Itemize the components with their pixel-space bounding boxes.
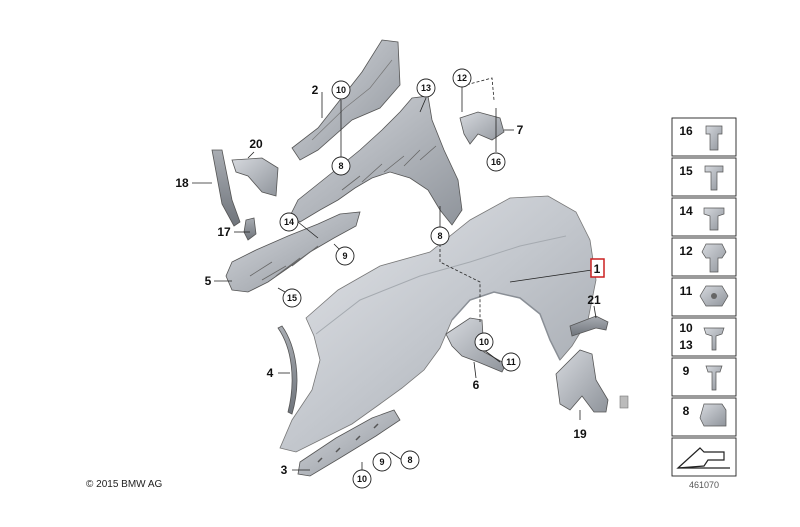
callout-1-box: [590, 258, 605, 278]
callout-9-circle-b: [372, 452, 392, 472]
part-19-rear-bracket: [555, 349, 609, 413]
legend-label-16: 16: [679, 124, 693, 138]
callout-14-circle: [279, 212, 299, 232]
callout-8b: 8: [437, 231, 442, 241]
part-3-sill-holes: [317, 423, 379, 463]
legend-label-8: 8: [683, 404, 690, 418]
callout-19: 19: [573, 427, 587, 441]
part-4-arch-trim: [277, 325, 298, 415]
callout-10a: 10: [336, 85, 346, 95]
callout-3: 3: [281, 463, 288, 477]
callout-13-circle: [416, 78, 436, 98]
callout-10-circle-c: [352, 469, 372, 489]
callout-1: 1: [594, 262, 601, 276]
callout-9-circle-a: [335, 246, 355, 266]
part-13-inner-bracket: [289, 95, 463, 226]
callout-15-circle: [282, 288, 302, 308]
legend-icon-9-screw: [705, 365, 723, 391]
callout-14: 14: [284, 217, 294, 227]
legend-icon-11-hole: [711, 293, 717, 299]
legend-label-9: 9: [683, 364, 690, 378]
part-2-pillar-trim-edge: [311, 59, 393, 141]
legend-box-arrow: [671, 437, 737, 477]
callout-18: 18: [175, 176, 189, 190]
part-5-inner-sill-ribs: [249, 245, 319, 281]
legend-box-10-13: [671, 317, 737, 357]
legend-icon-8-clip-nut: [699, 403, 727, 427]
callout-8c: 8: [407, 455, 412, 465]
legend-icon-12-hex-nut: [701, 243, 727, 273]
callout-11: 11: [506, 357, 516, 367]
legend-icon-15-bolt: [704, 165, 724, 191]
callout-11-circle: [501, 352, 521, 372]
part-17-clip: [243, 217, 257, 241]
callout-6: 6: [473, 378, 480, 392]
callout-20: 20: [249, 137, 263, 151]
legend-label-11: 11: [680, 284, 693, 298]
legend-box-14: [671, 197, 737, 237]
legend-box-16: [671, 117, 737, 157]
legend-box-12: [671, 237, 737, 277]
callout-10b: 10: [479, 337, 489, 347]
fastener-legend: 16 15 14 12 11 10 13 9 8: [671, 117, 737, 477]
callout-8a: 8: [338, 161, 343, 171]
callout-10-circle-a: [331, 80, 351, 100]
legend-box-9: [671, 357, 737, 397]
direction-arrow-icon: [676, 447, 725, 469]
callout-8-circle-b: [430, 226, 450, 246]
part-1-wheel-arch-lip: [451, 291, 561, 361]
document-id: 461070: [689, 480, 719, 490]
legend-icon-16-grommet: [705, 125, 723, 151]
part-5-inner-sill: [225, 211, 361, 293]
part-7-hinge-bracket: [459, 111, 505, 145]
part-20-bracket-plate: [231, 157, 279, 197]
leader-lines: [192, 77, 597, 471]
callout-2: 2: [312, 83, 319, 97]
legend-label-12: 12: [679, 244, 693, 258]
legend-label-10: 10: [679, 321, 693, 335]
callout-21: 21: [587, 293, 601, 307]
legend-icon-10-screw: [703, 327, 725, 351]
legend-box-15: [671, 157, 737, 197]
callout-16: 16: [491, 157, 501, 167]
legend-label-15: 15: [679, 164, 693, 178]
legend-icon-14-nut: [703, 207, 725, 231]
callout-12: 12: [457, 73, 467, 83]
callout-12-circle: [452, 68, 472, 88]
callout-5: 5: [205, 274, 212, 288]
callout-16-circle: [486, 152, 506, 172]
callout-13: 13: [421, 83, 431, 93]
callout-8-circle-a: [331, 156, 351, 176]
part-19-spacer: [619, 395, 629, 409]
callout-10-circle-b: [474, 332, 494, 352]
callout-10c: 10: [357, 474, 367, 484]
callout-9b: 9: [379, 457, 384, 467]
part-20-bracket: [211, 149, 241, 227]
part-13-inner-bracket-ribs: [341, 145, 437, 191]
legend-label-13: 13: [679, 338, 693, 352]
callout-7: 7: [517, 123, 524, 137]
callout-9a: 9: [342, 251, 347, 261]
copyright-text: © 2015 BMW AG: [86, 479, 163, 490]
callout-15: 15: [287, 293, 297, 303]
legend-label-14: 14: [679, 204, 693, 218]
callout-4: 4: [267, 366, 274, 380]
callout-8-circle-c: [400, 450, 420, 470]
part-1-side-panel-crease: [315, 235, 567, 335]
callout-17: 17: [217, 225, 231, 239]
